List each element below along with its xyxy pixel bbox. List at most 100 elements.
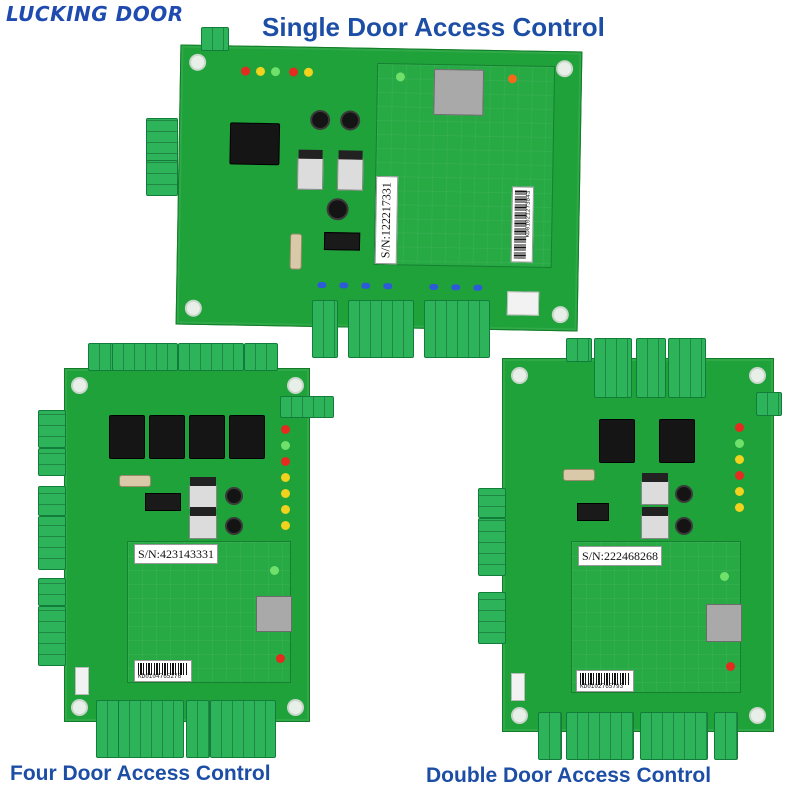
terminal-block: [668, 338, 706, 398]
network-module: S/N:423143331 KD0104765276: [127, 541, 292, 683]
terminal-block: [38, 606, 66, 666]
terminal-block: [38, 410, 66, 448]
capacitor: [225, 517, 243, 535]
mounting-hole: [71, 377, 88, 394]
capacitor: [340, 110, 361, 131]
status-led: [281, 457, 290, 466]
chip: [323, 232, 361, 251]
network-module: S/N:222468268 KD0102765793: [571, 541, 742, 693]
terminal-block: [424, 300, 490, 358]
terminal-block: [594, 338, 632, 398]
terminal-block: [478, 518, 506, 576]
terminal-block: [756, 392, 782, 416]
voltage-regulator: [336, 158, 364, 191]
terminal-block: [714, 712, 738, 760]
status-led: [281, 441, 290, 450]
ethernet-port: [706, 604, 742, 642]
mounting-hole: [71, 699, 88, 716]
terminal-block: [38, 516, 66, 570]
resistor: [119, 475, 151, 487]
terminal-block: [146, 160, 178, 196]
barcode-label: KD0104765276: [134, 660, 192, 682]
blue-capacitor: [429, 283, 439, 291]
status-led: [255, 66, 266, 76]
status-led: [735, 423, 744, 432]
voltage-regulator: [641, 507, 669, 539]
ethernet-port: [256, 596, 292, 632]
caption-single-door: Single Door Access Control: [262, 12, 605, 42]
mounting-hole: [749, 367, 766, 384]
status-led: [735, 503, 744, 512]
four-door-board: S/N:423143331 KD0104765276: [64, 368, 310, 722]
relay: [229, 415, 265, 459]
blue-capacitor: [473, 284, 483, 291]
terminal-block: [118, 700, 184, 758]
network-module: S/N:122217331 KD01021273043: [373, 62, 556, 269]
terminal-block: [88, 343, 114, 371]
status-led: [288, 67, 299, 77]
status-led: [270, 67, 281, 77]
terminal-block: [38, 486, 66, 516]
terminal-block: [38, 448, 66, 476]
blue-capacitor: [451, 284, 461, 291]
capacitor: [675, 517, 693, 535]
status-led: [507, 74, 518, 84]
terminal-block: [96, 700, 120, 758]
caption-four-door: Four Door Access Control: [10, 762, 271, 785]
status-led: [726, 662, 735, 671]
status-led: [281, 521, 290, 530]
header-connector: [506, 291, 540, 316]
terminal-block: [312, 300, 338, 358]
voltage-regulator: [641, 473, 669, 505]
terminal-block: [38, 578, 66, 606]
capacitor: [225, 487, 243, 505]
voltage-regulator: [189, 477, 217, 509]
blue-capacitor: [339, 282, 349, 289]
status-led: [735, 455, 744, 464]
terminal-block: [244, 343, 278, 371]
single-door-board: S/N:122217331 KD01021273043: [175, 44, 583, 332]
chip: [145, 493, 181, 511]
brand-logo: LUCKING DOOR: [6, 2, 184, 26]
capacitor: [326, 198, 349, 221]
barcode-label: KD0102765793: [576, 670, 634, 692]
status-led: [735, 471, 744, 480]
terminal-block: [186, 700, 210, 758]
serial-number-label: S/N:222468268: [578, 546, 662, 566]
relay: [189, 415, 225, 459]
ethernet-port: [433, 68, 485, 116]
status-led: [281, 473, 290, 482]
mounting-hole: [189, 53, 207, 71]
capacitor: [310, 109, 331, 131]
status-led: [276, 654, 285, 663]
header-connector: [511, 673, 525, 701]
caption-double-door: Double Door Access Control: [426, 764, 712, 787]
chip: [577, 503, 609, 521]
relay: [659, 419, 695, 463]
terminal-block: [478, 488, 506, 518]
terminal-block: [640, 712, 708, 760]
voltage-regulator: [296, 157, 324, 191]
terminal-block: [112, 343, 178, 371]
double-door-board: S/N:222468268 KD0102765793: [502, 358, 774, 732]
terminal-block: [538, 712, 562, 760]
relay: [149, 415, 185, 459]
relay: [229, 122, 281, 166]
capacitor: [675, 485, 693, 503]
resistor: [289, 233, 303, 270]
status-led: [281, 425, 290, 434]
mounting-hole: [511, 367, 528, 384]
status-led: [303, 67, 314, 77]
mounting-hole: [511, 707, 528, 724]
terminal-block: [210, 700, 276, 758]
status-led: [395, 72, 406, 82]
status-led: [735, 487, 744, 496]
resistor: [563, 469, 595, 481]
terminal-block: [566, 338, 592, 362]
mounting-hole: [551, 306, 569, 324]
serial-number-label: S/N:122217331: [374, 175, 399, 265]
blue-capacitor: [383, 283, 393, 290]
terminal-block: [478, 592, 506, 644]
terminal-block: [636, 338, 666, 398]
barcode-label: KD01021273043: [510, 186, 535, 263]
